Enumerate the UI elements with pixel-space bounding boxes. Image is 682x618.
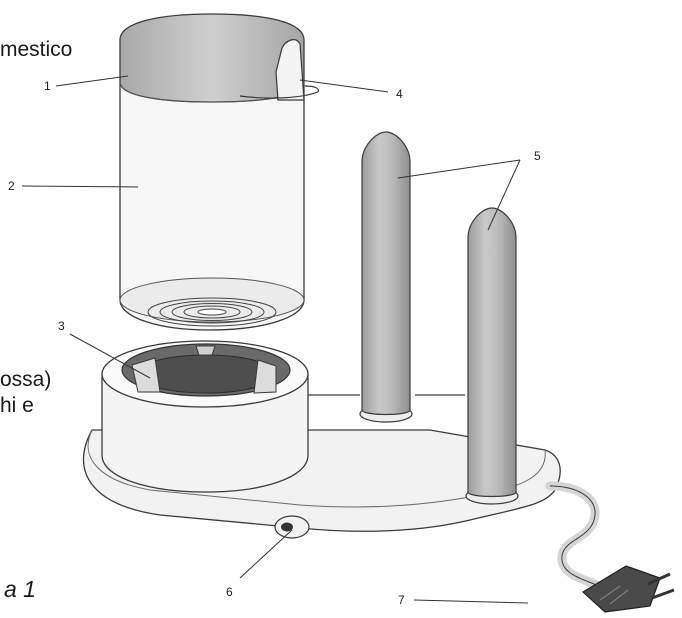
power-cord	[545, 481, 610, 595]
callout-7: 7	[398, 593, 529, 607]
text-fragment-mid-left-1: ossa)	[0, 368, 52, 391]
transparent-cylinder	[119, 82, 305, 331]
text-fragment-mid-left-2: hi e	[0, 394, 34, 417]
callout-number: 5	[534, 149, 541, 163]
callout-number: 7	[398, 593, 405, 607]
callout-3: 3	[58, 319, 151, 379]
heating-spike-left	[359, 131, 413, 423]
callout-number: 3	[58, 319, 65, 333]
callout-5: 5	[397, 149, 541, 231]
callout-number: 2	[8, 179, 15, 193]
callout-4: 4	[299, 79, 403, 101]
figure-caption: a 1	[4, 576, 36, 602]
callout-1: 1	[44, 75, 129, 93]
grill-disc	[147, 297, 277, 327]
callout-number: 4	[396, 87, 403, 101]
lid-handle	[239, 39, 319, 101]
bread-holder-ring	[121, 343, 291, 397]
callout-2: 2	[8, 179, 139, 193]
callout-6: 6	[226, 529, 293, 599]
callout-number: 1	[44, 79, 51, 93]
callout-number: 6	[226, 585, 233, 599]
power-plug	[582, 565, 675, 613]
heating-spike-right	[465, 207, 519, 505]
lid	[119, 13, 305, 103]
power-switch	[274, 515, 310, 539]
text-fragment-top-left: mestico	[0, 38, 73, 61]
